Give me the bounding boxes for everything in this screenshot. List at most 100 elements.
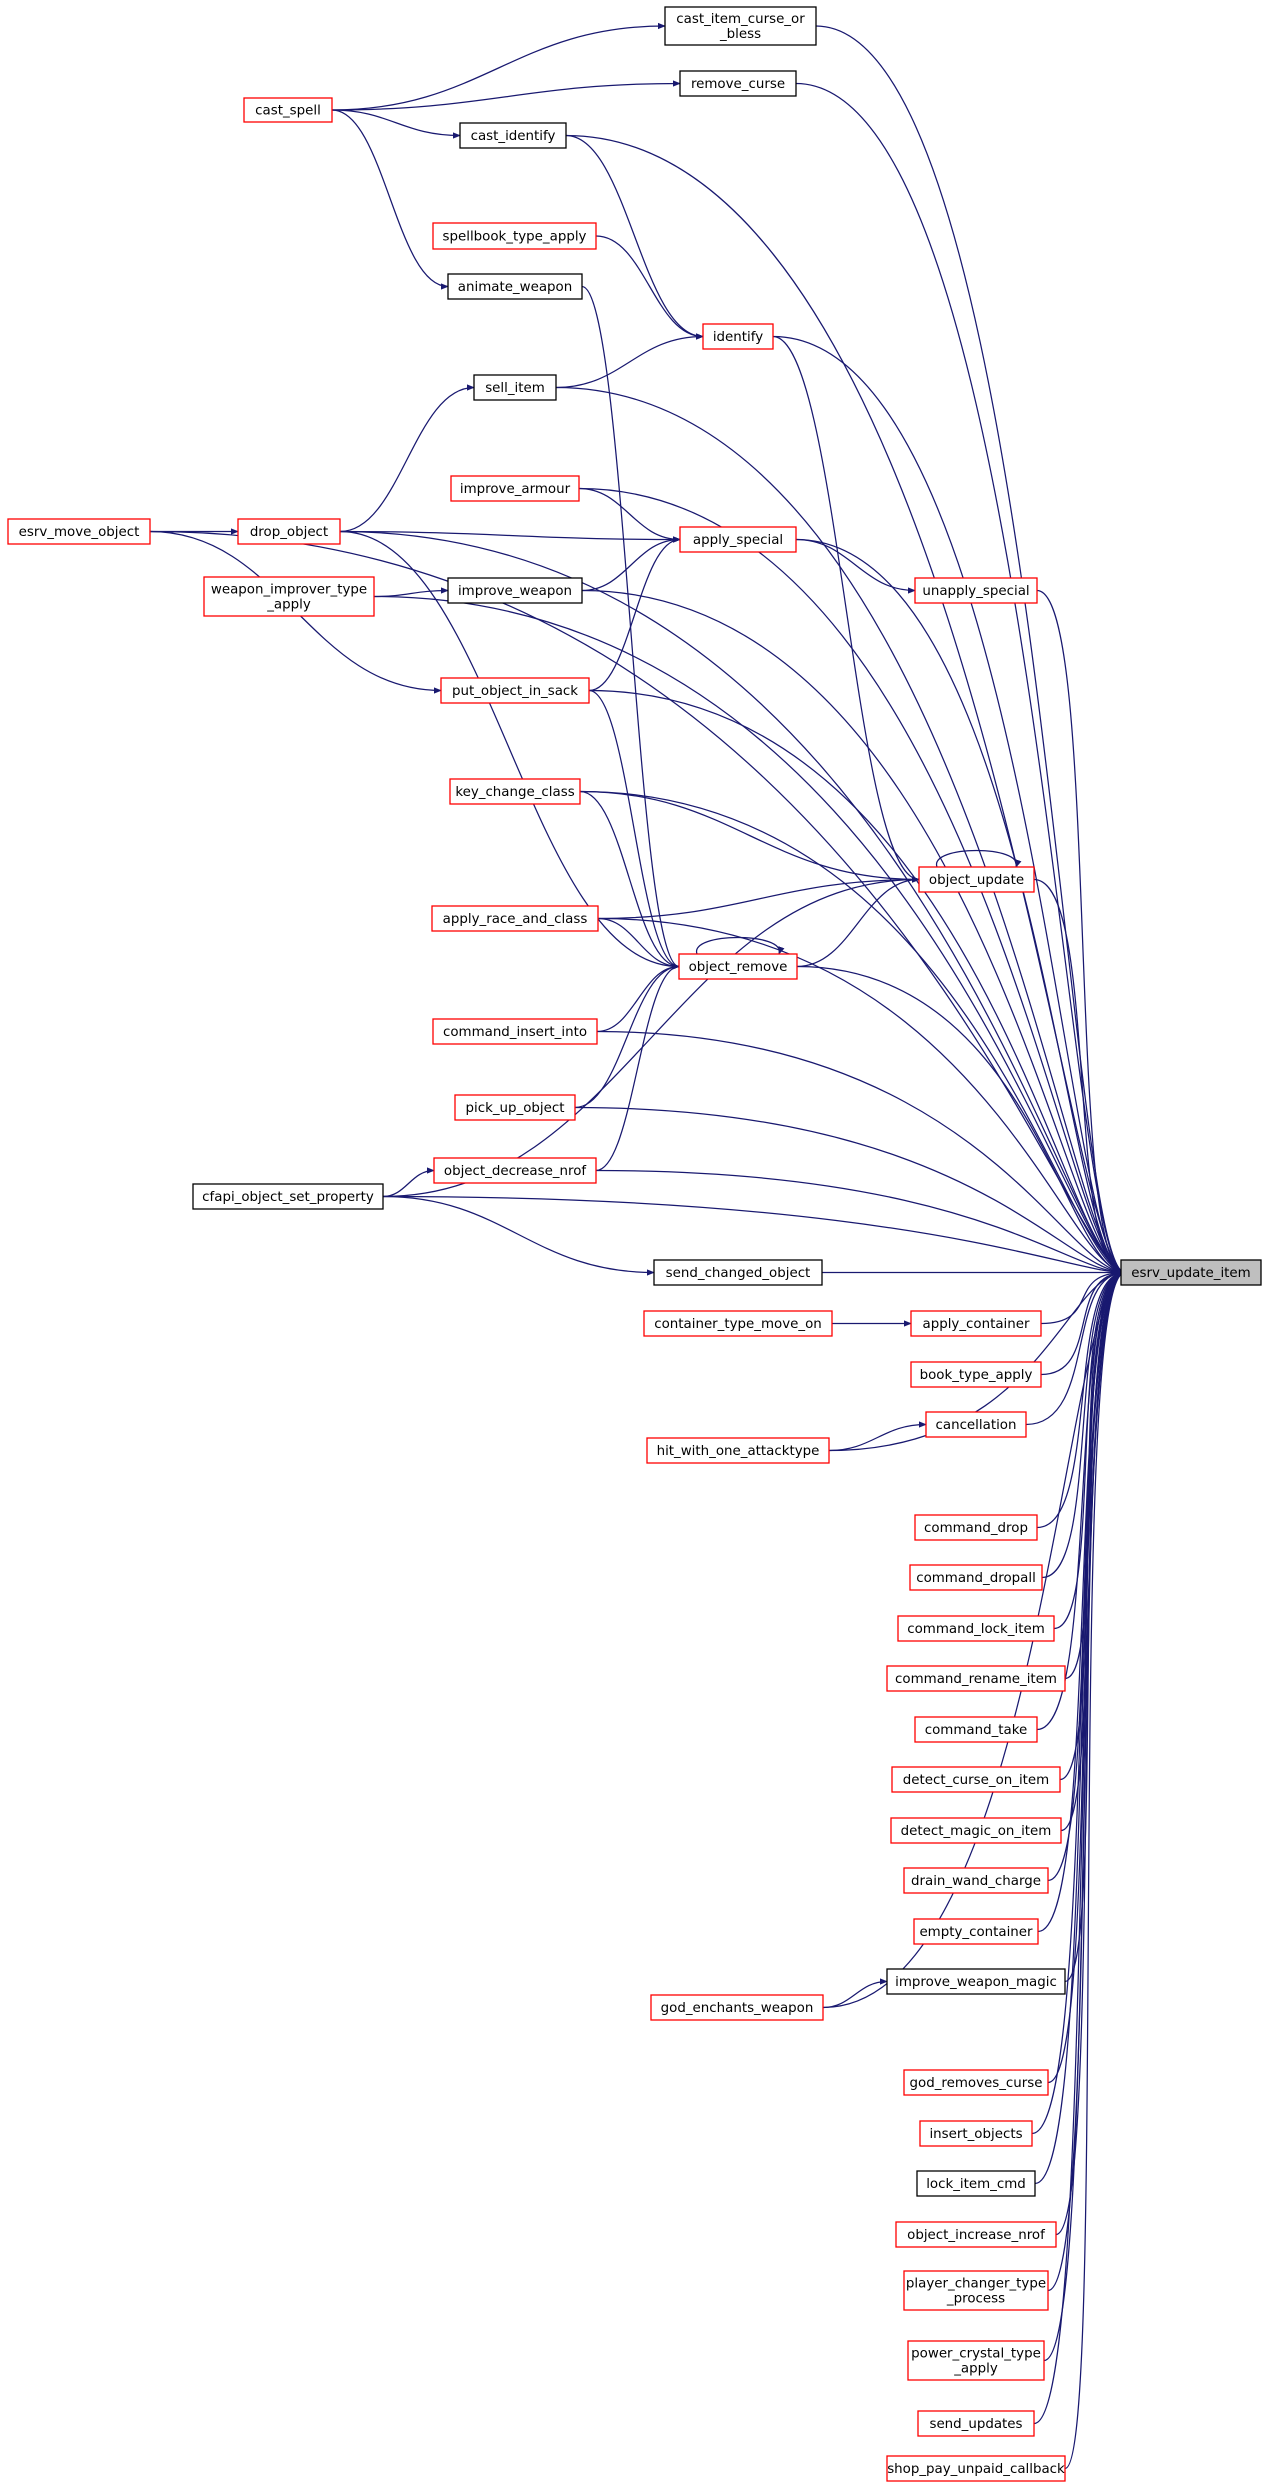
node-apply_container[interactable]: apply_container [910,1310,1042,1337]
node-drain_wand_charge[interactable]: drain_wand_charge [903,1867,1049,1894]
node-spellbook_type_apply[interactable]: spellbook_type_apply [432,222,597,250]
node-hit_with_one_attacktype[interactable]: hit_with_one_attacktype [646,1437,830,1464]
node-label: empty_container [919,1925,1033,1940]
node-detect_magic_on_item[interactable]: detect_magic_on_item [890,1817,1062,1844]
node-label: send_changed_object [666,1266,811,1281]
edge-object_update-to-esrv_update_item [1033,878,1126,1276]
node-animate_weapon[interactable]: animate_weapon [447,273,583,300]
node-label: cast_item_curse_or [676,12,805,27]
node-unapply_special[interactable]: unapply_special [914,577,1038,604]
node-box [678,953,798,980]
edge-put_object_in_sack-to-esrv_update_item [588,689,1126,1276]
node-box [890,1817,1062,1844]
node-box [916,2170,1036,2197]
node-box [237,518,341,545]
edge-sell_item-to-identify [555,333,704,389]
node-label: identify [713,330,763,345]
edges-layer [149,22,1126,2470]
edge-key_change_class-to-object_remove [579,790,680,970]
edge-pick_up_object-to-object_remove [574,963,680,1109]
node-command_drop[interactable]: command_drop [914,1514,1038,1541]
edge-apply_race_and_class-to-esrv_update_item [597,917,1126,1276]
node-book_type_apply[interactable]: book_type_apply [910,1361,1042,1388]
node-send_updates[interactable]: send_updates [917,2410,1035,2437]
node-box [910,1310,1042,1337]
node-box [903,2069,1049,2096]
node-label: hit_with_one_attacktype [657,1444,820,1459]
node-label: shop_pay_unpaid_callback [887,2462,1065,2477]
node-sell_item[interactable]: sell_item [473,374,557,401]
node-key_change_class[interactable]: key_change_class [449,778,581,805]
node-god_enchants_weapon[interactable]: god_enchants_weapon [650,1994,824,2021]
node-identify[interactable]: identify [702,323,774,350]
edge-command_dropall-to-esrv_update_item [1041,1269,1126,1579]
node-esrv_move_object[interactable]: esrv_move_object [7,518,151,545]
node-label: unapply_special [922,584,1029,599]
node-object_remove[interactable]: object_remove [678,953,798,980]
node-lock_item_cmd[interactable]: lock_item_cmd [916,2170,1036,2197]
node-shop_pay_unpaid_callback[interactable]: shop_pay_unpaid_callback [886,2455,1066,2482]
node-box [664,6,817,46]
node-box [473,374,557,401]
node-container_type_move_on[interactable]: container_type_move_on [643,1310,833,1337]
edge-command_drop-to-esrv_update_item [1036,1269,1126,1529]
node-cfapi_object_set_property[interactable]: cfapi_object_set_property [192,1183,384,1210]
node-command_lock_item[interactable]: command_lock_item [897,1615,1055,1642]
node-command_rename_item[interactable]: command_rename_item [886,1665,1066,1692]
node-put_object_in_sack[interactable]: put_object_in_sack [440,677,590,704]
node-god_removes_curse[interactable]: god_removes_curse [903,2069,1049,2096]
node-command_dropall[interactable]: command_dropall [909,1564,1043,1591]
node-box [914,1514,1038,1541]
node-cast_spell[interactable]: cast_spell [243,97,333,123]
node-pick_up_object[interactable]: pick_up_object [454,1094,576,1121]
edge-cast_identify-to-esrv_update_item [565,134,1126,1276]
edge-cast_spell-to-cast_item_curse_or_bless [331,22,666,111]
node-insert_objects[interactable]: insert_objects [919,2120,1033,2147]
node-box [243,97,333,123]
edge-object_remove-to-esrv_update_item [796,965,1126,1276]
edge-hit_with_one_attacktype-to-cancellation [828,1421,927,1452]
node-improve_armour[interactable]: improve_armour [450,475,580,502]
node-improve_weapon_magic[interactable]: improve_weapon_magic [886,1968,1066,1995]
node-box [903,1867,1049,1894]
node-empty_container[interactable]: empty_container [913,1918,1039,1945]
node-label: put_object_in_sack [452,684,578,699]
node-esrv_update_item[interactable]: esrv_update_item [1120,1259,1262,1286]
node-remove_curse[interactable]: remove_curse [679,70,797,97]
node-label: command_lock_item [907,1622,1045,1637]
node-apply_race_and_class[interactable]: apply_race_and_class [431,905,599,932]
edge-improve_weapon-to-esrv_update_item [581,589,1126,1276]
node-player_changer_type_process[interactable]: player_changer_type_process [903,2270,1049,2311]
edge-unapply_special-to-esrv_update_item [1036,589,1126,1276]
edge-cancellation-to-esrv_update_item [1025,1269,1126,1426]
node-box [1120,1259,1262,1286]
node-label: command_dropall [916,1571,1036,1586]
node-weapon_improver_type_apply[interactable]: weapon_improver_type_apply [203,576,375,617]
edge-cfapi_object_set_property-to-object_decrease_nrof [382,1167,435,1198]
edge-apply_race_and_class-to-object_update [597,876,920,920]
node-label: weapon_improver_type [211,583,367,598]
node-command_insert_into[interactable]: command_insert_into [432,1018,598,1045]
node-object_decrease_nrof[interactable]: object_decrease_nrof [433,1157,597,1184]
node-detect_curse_on_item[interactable]: detect_curse_on_item [891,1766,1061,1793]
node-command_take[interactable]: command_take [914,1716,1038,1743]
node-send_changed_object[interactable]: send_changed_object [653,1259,823,1286]
edge-god_enchants_weapon-to-improve_weapon_magic [822,1978,888,2009]
node-drop_object[interactable]: drop_object [237,518,341,545]
edge-object_remove-to-object_remove [696,936,785,955]
edge-put_object_in_sack-to-object_remove [588,689,680,970]
node-object_increase_nrof[interactable]: object_increase_nrof [895,2221,1057,2248]
node-cast_item_curse_or_bless[interactable]: cast_item_curse_or_bless [664,6,817,46]
node-cancellation[interactable]: cancellation [925,1411,1027,1438]
node-label: object_remove [689,960,788,975]
node-object_update[interactable]: object_update [918,866,1035,893]
node-apply_special[interactable]: apply_special [679,526,797,553]
node-power_crystal_type_apply[interactable]: power_crystal_type_apply [907,2340,1045,2381]
node-improve_weapon[interactable]: improve_weapon [447,577,583,604]
node-cast_identify[interactable]: cast_identify [459,122,567,149]
node-box [903,2270,1049,2311]
node-label: cancellation [936,1418,1017,1433]
node-label: cfapi_object_set_property [202,1190,374,1205]
node-box [910,1361,1042,1388]
edge-object_decrease_nrof-to-object_remove [595,963,680,1172]
